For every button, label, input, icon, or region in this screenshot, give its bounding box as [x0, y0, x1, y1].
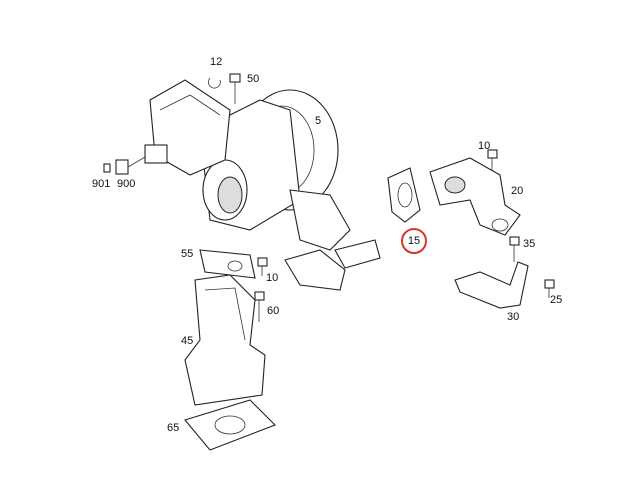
bolt-10-lower[interactable]	[257, 257, 268, 276]
label-50[interactable]: 50	[247, 73, 260, 85]
bolt-60[interactable]	[254, 291, 265, 322]
exhaust-manifold-20[interactable]	[429, 157, 521, 236]
bolt-50[interactable]	[229, 73, 241, 104]
actuator-part[interactable]	[144, 79, 231, 176]
label-60[interactable]: 60	[267, 305, 280, 317]
bolt-35[interactable]	[509, 236, 520, 262]
label-5[interactable]: 5	[315, 115, 322, 127]
label-10-lower[interactable]: 10	[266, 272, 279, 284]
bolt-10-top[interactable]	[487, 149, 498, 170]
bracket-30[interactable]	[454, 261, 529, 309]
gasket-15[interactable]	[387, 167, 421, 223]
label-20[interactable]: 20	[511, 185, 524, 197]
turbocharger-part[interactable]	[199, 89, 351, 251]
label-25[interactable]: 25	[550, 294, 563, 306]
flange-part[interactable]	[334, 239, 381, 269]
label-65[interactable]: 65	[167, 422, 180, 434]
label-35[interactable]: 35	[523, 238, 536, 250]
connector-part[interactable]	[103, 156, 146, 175]
clip-12[interactable]	[208, 77, 221, 89]
gasket-55[interactable]	[199, 249, 256, 279]
heat-shield-part[interactable]	[284, 249, 346, 291]
support-bracket-45[interactable]	[184, 274, 266, 406]
label-900[interactable]: 900	[117, 178, 136, 190]
label-901[interactable]: 901	[92, 178, 111, 190]
label-45[interactable]: 45	[181, 335, 194, 347]
label-55[interactable]: 55	[181, 248, 194, 260]
bolt-25[interactable]	[544, 279, 555, 298]
label-15-highlighted[interactable]: 15	[401, 228, 427, 254]
label-12[interactable]: 12	[210, 56, 223, 68]
label-10-top[interactable]: 10	[478, 140, 491, 152]
gasket-65[interactable]	[184, 399, 276, 451]
label-30[interactable]: 30	[507, 311, 520, 323]
